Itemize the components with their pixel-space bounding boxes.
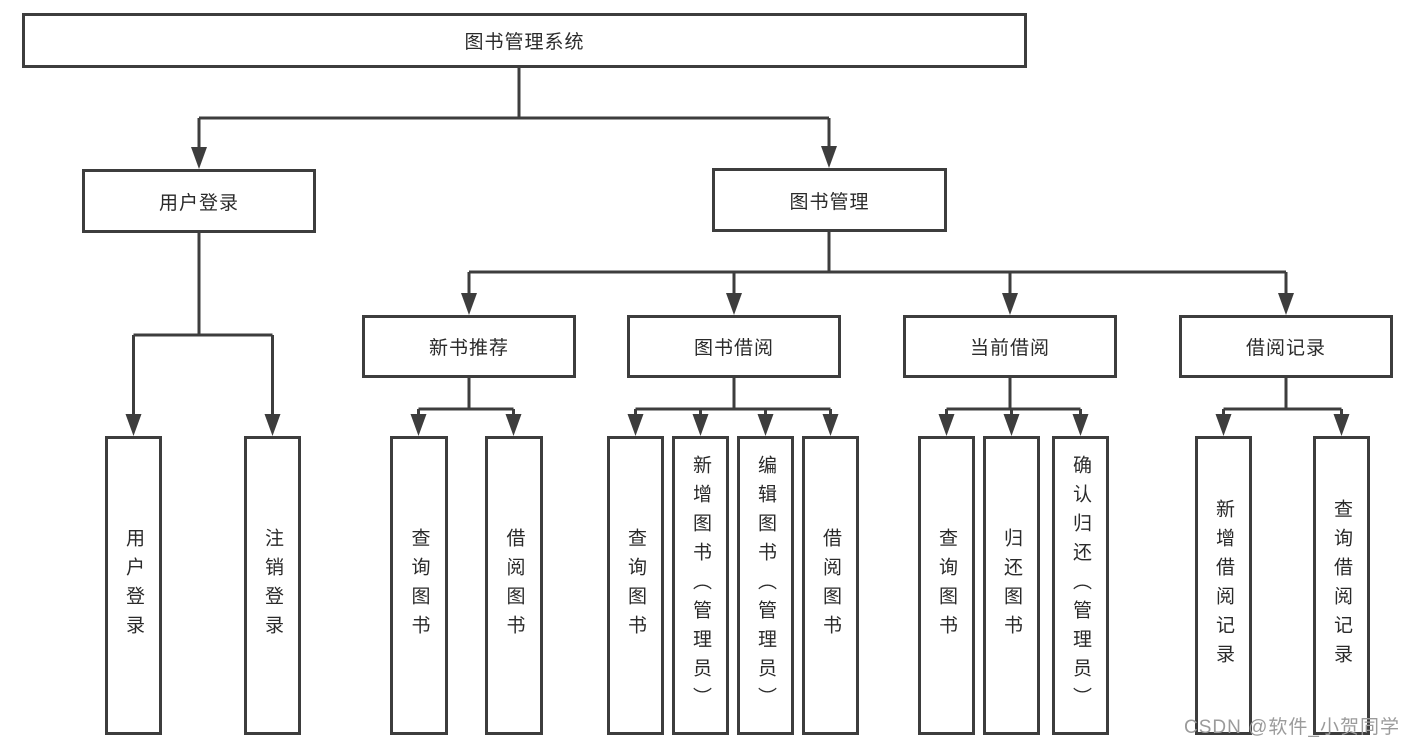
arrowhead <box>191 147 207 169</box>
node-book-management: 图书管理 <box>712 168 947 232</box>
node-leaf-add-borrow-record: 新增借阅记录 <box>1195 436 1252 735</box>
node-label: 查询图书 <box>625 527 646 644</box>
node-leaf-query-books-2: 查询图书 <box>607 436 664 735</box>
connector-book-borrow-children <box>627 378 839 436</box>
arrowhead <box>757 414 774 436</box>
node-label: 图书管理系统 <box>464 32 585 53</box>
node-book-borrowing: 图书借阅 <box>627 315 841 378</box>
arrowhead <box>627 414 644 436</box>
connector-root-to-level2 <box>191 68 837 169</box>
node-label: 用户登录 <box>158 192 239 214</box>
node-label: 注销登录 <box>262 527 283 644</box>
connector-borrow-records-children <box>1215 378 1350 436</box>
node-label: 图书管理 <box>789 191 870 213</box>
arrowhead <box>692 414 709 436</box>
node-label: 查询图书 <box>408 527 430 644</box>
node-root-library-system: 图书管理系统 <box>22 13 1027 68</box>
arrowhead <box>125 414 142 436</box>
arrowhead <box>1333 414 1350 436</box>
arrowhead <box>1003 414 1020 436</box>
node-label: 新增借阅记录 <box>1213 498 1234 673</box>
node-label: 借阅图书 <box>503 527 525 644</box>
arrowhead <box>461 293 477 315</box>
node-current-borrowing: 当前借阅 <box>903 315 1117 378</box>
node-label: 借阅记录 <box>1245 338 1326 359</box>
node-leaf-query-books-1: 查询图书 <box>390 436 448 735</box>
connector-user-login-children <box>125 233 281 436</box>
arrowhead <box>1002 293 1018 315</box>
node-borrow-records: 借阅记录 <box>1179 315 1393 378</box>
node-leaf-return-books: 归还图书 <box>983 436 1040 735</box>
node-leaf-borrow-books-1: 借阅图书 <box>485 436 543 735</box>
arrowhead <box>822 414 839 436</box>
node-label: 新书推荐 <box>428 338 509 359</box>
csdn-watermark: CSDN @软件_小贺同学 <box>1184 717 1400 738</box>
node-label: 图书借阅 <box>693 338 774 359</box>
node-label: 新增图书（管理员） <box>690 455 711 716</box>
arrowhead <box>1278 293 1294 315</box>
node-leaf-edit-books-admin: 编辑图书（管理员） <box>737 436 794 735</box>
node-leaf-confirm-return-admin: 确认归还（管理员） <box>1052 436 1109 735</box>
arrowhead <box>821 146 837 168</box>
arrowhead <box>410 414 427 436</box>
arrowhead <box>1072 414 1089 436</box>
connector-current-borrow-children <box>938 378 1089 436</box>
node-leaf-query-books-3: 查询图书 <box>918 436 975 735</box>
node-label: 编辑图书（管理员） <box>755 455 776 716</box>
arrowhead <box>938 414 955 436</box>
node-label: 当前借阅 <box>969 338 1050 359</box>
node-label: 用户登录 <box>123 527 144 644</box>
connector-book-mgmt-children <box>461 232 1294 315</box>
node-leaf-logout: 注销登录 <box>244 436 301 735</box>
node-label: 查询图书 <box>936 527 957 644</box>
node-label: 借阅图书 <box>820 527 841 644</box>
arrowhead <box>264 414 281 436</box>
node-label: 确认归还（管理员） <box>1070 455 1091 716</box>
node-leaf-user-login: 用户登录 <box>105 436 162 735</box>
node-leaf-query-borrow-record: 查询借阅记录 <box>1313 436 1370 735</box>
node-label: 查询借阅记录 <box>1331 498 1352 673</box>
arrowhead <box>505 414 522 436</box>
node-leaf-add-books-admin: 新增图书（管理员） <box>672 436 729 735</box>
node-new-book-recommend: 新书推荐 <box>362 315 576 378</box>
arrowhead <box>726 293 742 315</box>
connector-new-book-rec-children <box>410 378 522 436</box>
node-user-login: 用户登录 <box>82 169 316 233</box>
node-label: 归还图书 <box>1001 527 1022 644</box>
node-leaf-borrow-books-2: 借阅图书 <box>802 436 859 735</box>
arrowhead <box>1215 414 1232 436</box>
